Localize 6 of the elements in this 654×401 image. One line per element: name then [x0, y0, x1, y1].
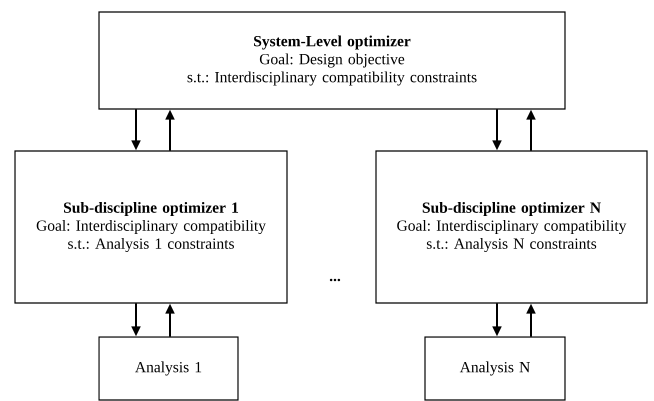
optimizer-box: System-Level optimizer Goal: Design objective s.t.: Interdisciplinary compatibility constraints [98, 11, 566, 110]
ellipsis-label: ... [330, 278, 340, 282]
optimizer-box: Sub-discipline optimizer N Goal: Interdisciplinary compatibility s.t.: Analysis N constraints [375, 150, 648, 304]
analysis-box: Analysis N [424, 336, 566, 401]
analysis-box: Analysis 1 [98, 336, 239, 401]
optimizer-box: Sub-discipline optimizer 1 Goal: Interdisciplinary compatibility s.t.: Analysis 1 constraints [14, 150, 288, 304]
